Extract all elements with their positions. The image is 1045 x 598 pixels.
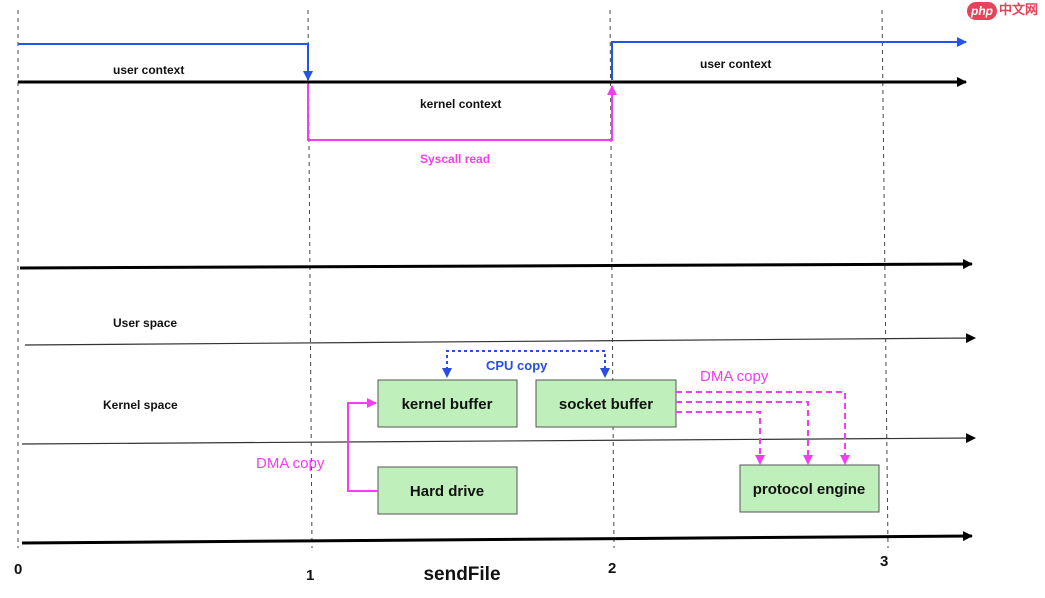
cpu-copy-arrowhead-right [600,368,610,378]
bottom-axis [21,531,973,545]
dma-arrowhead-1 [840,455,850,465]
protocol-engine-label: protocol engine [753,481,866,498]
watermark-text: 中文网 [999,3,1039,18]
dma-copy-right-label: DMA copy [700,368,769,385]
dma-arrowhead-2 [803,455,813,465]
tick-0: 0 [14,561,22,578]
diagram-title: sendFile [423,564,500,585]
hard-drive-box: Hard drive [377,466,518,515]
user-space-label: User space [113,316,177,330]
dma-copy-disk-arrow [347,398,378,492]
time-marker-2 [609,9,615,549]
user-context-line [18,43,313,81]
top-axis [19,259,973,270]
user-kernel-divider [24,333,976,346]
syscall-read-label: Syscall read [420,152,490,166]
syscall-read-line [307,84,617,141]
protocol-engine-box: protocol engine [739,464,880,513]
socket-buffer-label: socket buffer [559,396,653,413]
tick-3: 3 [880,553,888,570]
socket-buffer-box: socket buffer [535,379,677,428]
user-context-label-right: user context [700,57,771,71]
dma-copy-nic-arrows [676,391,846,460]
cpu-copy-arrowhead-left [442,368,452,378]
tick-2: 2 [608,560,616,577]
kernel-buffer-label: kernel buffer [402,396,493,413]
hard-drive-label: Hard drive [410,483,484,500]
cpu-copy-label: CPU copy [486,358,548,373]
user-context-line-return [611,37,967,80]
kernel-space-label: Kernel space [103,398,178,412]
dma-copy-left-label: DMA copy [256,455,325,472]
kernel-context-label: kernel context [420,97,501,111]
watermark-logo: php 中文网 [967,2,1043,20]
tick-1: 1 [306,567,314,584]
kernel-hw-divider [21,433,976,445]
cpu-copy-arrow [446,350,606,376]
time-marker-3 [881,9,889,549]
user-context-label: user context [113,63,184,77]
kernel-buffer-box: kernel buffer [377,379,518,428]
watermark-badge: php [967,2,997,20]
dma-arrowhead-3 [755,455,765,465]
